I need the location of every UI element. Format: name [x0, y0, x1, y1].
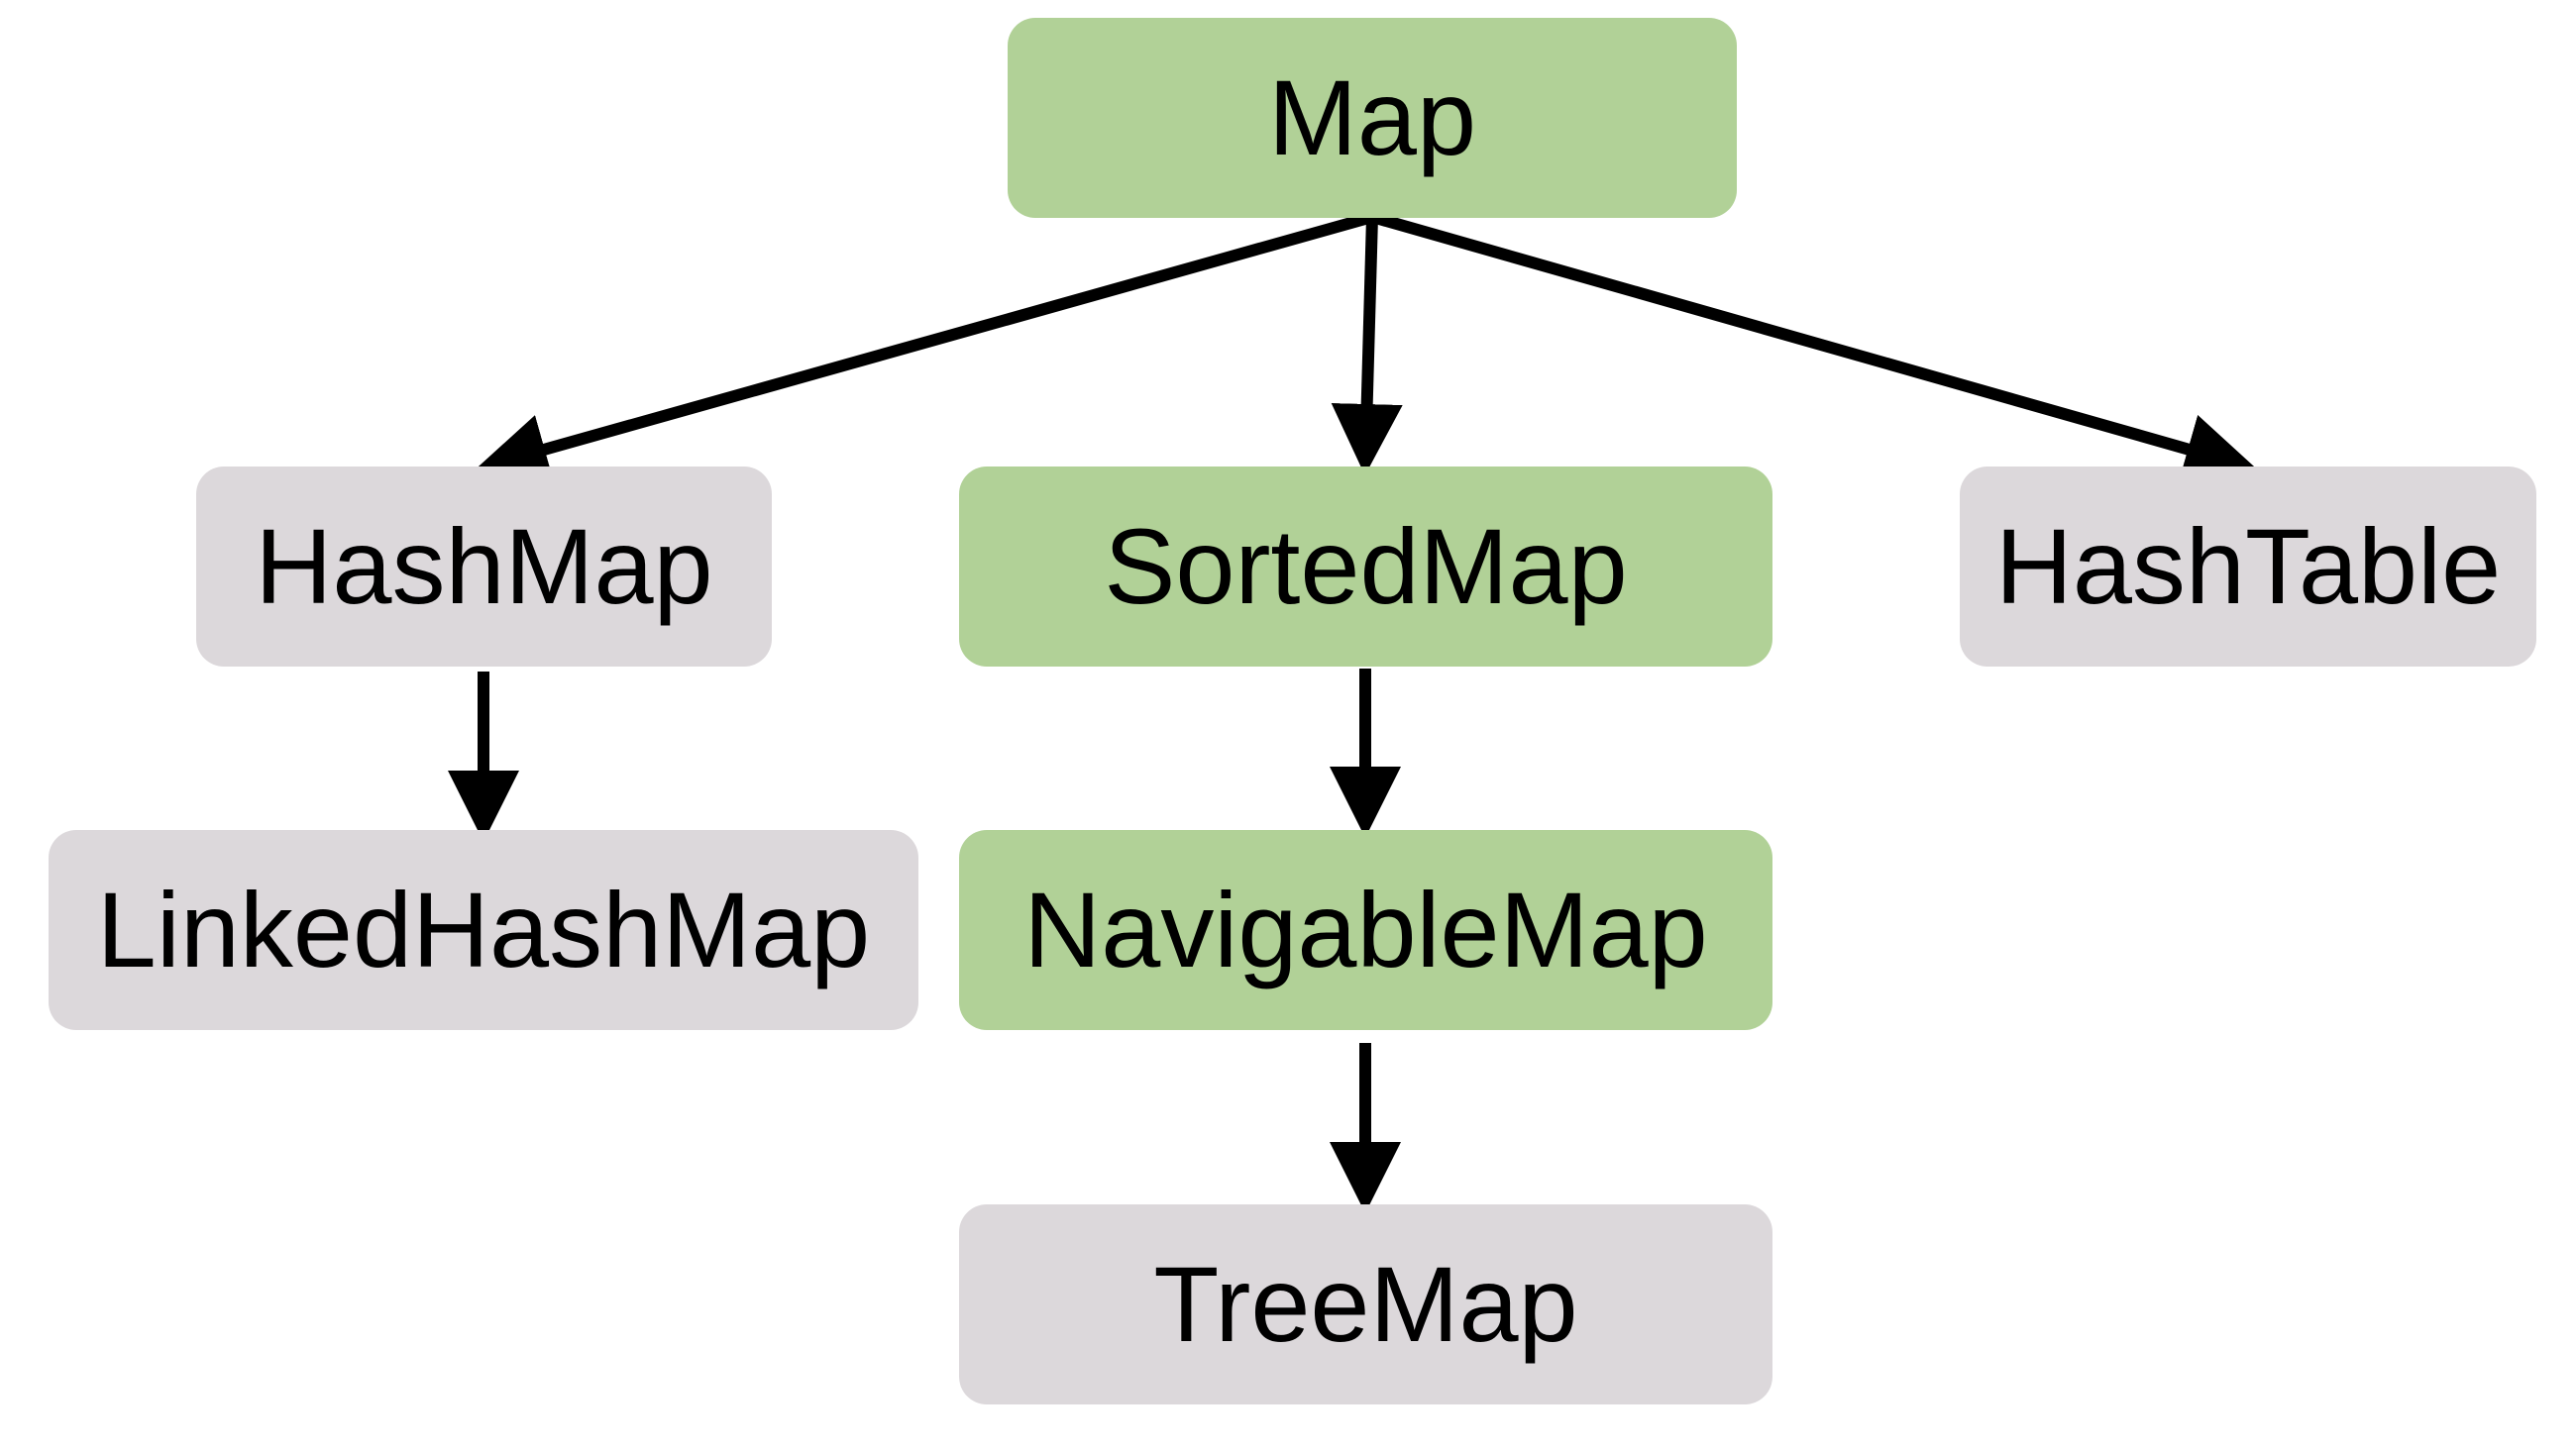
node-navigablemap-label: NavigableMap: [1023, 870, 1708, 989]
node-linkedhashmap-label: LinkedHashMap: [96, 870, 871, 989]
node-hashtable-label: HashTable: [1994, 506, 2502, 626]
node-navigablemap: NavigableMap: [959, 830, 1772, 1030]
node-sortedmap-label: SortedMap: [1104, 506, 1628, 626]
node-linkedhashmap: LinkedHashMap: [49, 830, 918, 1030]
node-sortedmap: SortedMap: [959, 467, 1772, 667]
node-hashmap: HashMap: [196, 467, 772, 667]
node-treemap-label: TreeMap: [1153, 1244, 1578, 1364]
node-map-label: Map: [1267, 57, 1477, 177]
node-hashtable: HashTable: [1960, 467, 2536, 667]
node-hashmap-label: HashMap: [255, 506, 713, 626]
node-map: Map: [1008, 18, 1737, 218]
arrow-map-to-hashtable: [1370, 211, 2257, 484]
arrow-map-to-sortedmap: [1331, 216, 1403, 475]
arrow-map-to-hashmap: [476, 211, 1374, 484]
node-treemap: TreeMap: [959, 1204, 1772, 1404]
